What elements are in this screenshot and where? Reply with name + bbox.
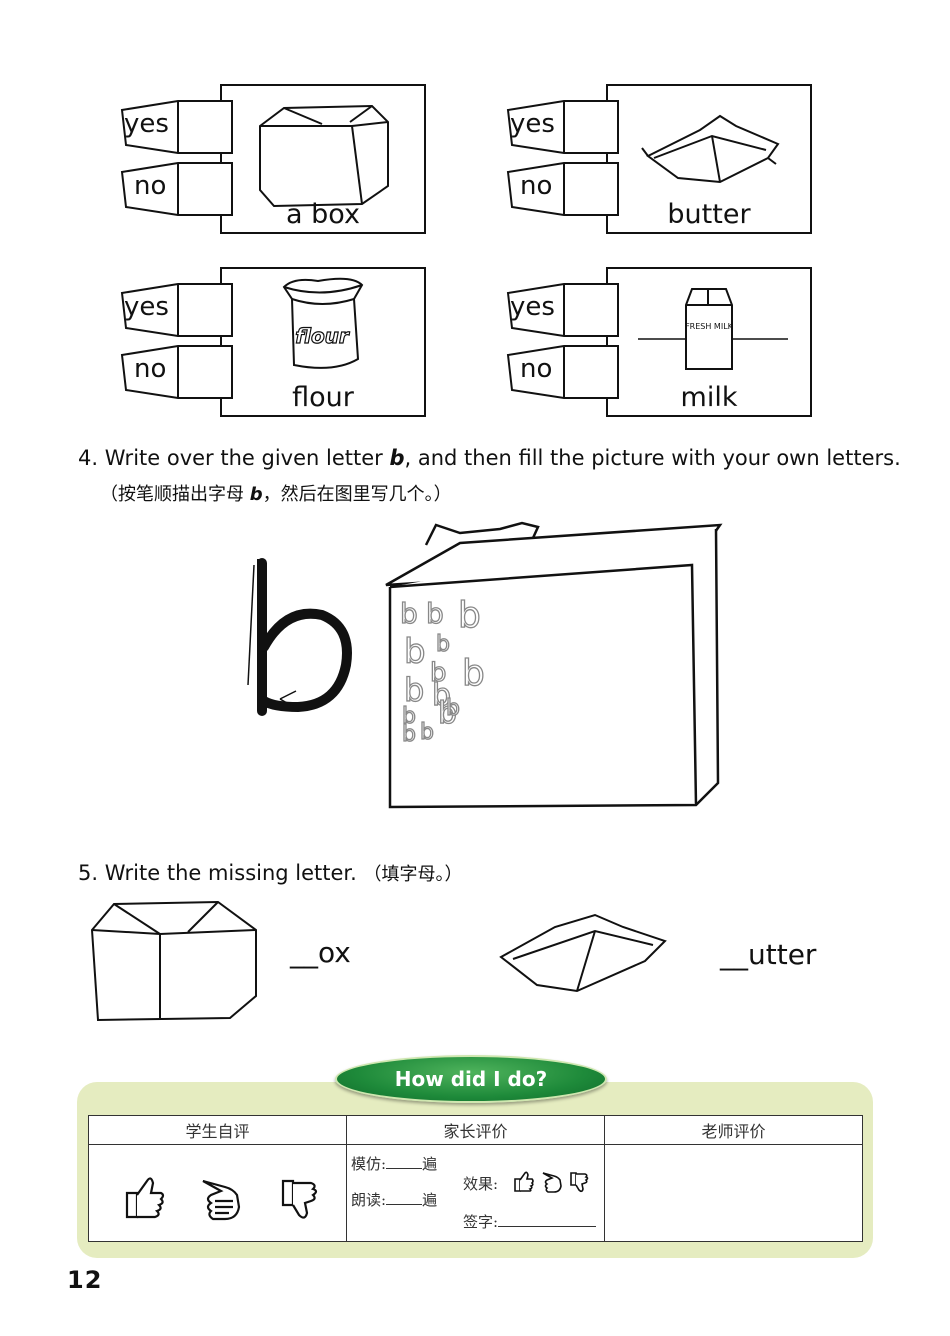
read-count-field[interactable] bbox=[386, 1204, 423, 1205]
svg-text:b: b bbox=[430, 658, 447, 688]
yes-label: yes bbox=[124, 109, 169, 139]
thumbs-down-icon[interactable] bbox=[570, 1172, 589, 1193]
thumbs-sideways-icon[interactable] bbox=[542, 1172, 562, 1193]
card-word: flour bbox=[292, 382, 354, 413]
letter-box-picture[interactable]: b b b b b b b b b b b b b b bbox=[340, 515, 730, 815]
how-did-i-do-badge: How did I do? bbox=[335, 1055, 607, 1103]
q5-instruction: 5. Write the missing letter. （填字母。） bbox=[78, 861, 463, 885]
butter-picture bbox=[641, 114, 780, 184]
svg-text:b: b bbox=[402, 704, 416, 729]
svg-text:b: b bbox=[404, 671, 424, 709]
card-word: butter bbox=[667, 199, 751, 230]
thumbs-sideways-icon[interactable] bbox=[202, 1179, 241, 1221]
missing-letter-box[interactable]: __ox bbox=[290, 936, 351, 969]
sample-letters: b b b b b b b b b b b b b b bbox=[399, 594, 485, 747]
card-butter: butter bbox=[606, 84, 812, 234]
svg-text:b: b bbox=[458, 595, 481, 636]
yes-checkbox[interactable]: yes bbox=[504, 283, 620, 337]
sign-field[interactable] bbox=[498, 1226, 597, 1227]
card-word: milk bbox=[680, 382, 738, 413]
col-parent-header: 家长评价 bbox=[346, 1115, 605, 1145]
svg-text:b: b bbox=[402, 722, 416, 747]
imitate-count-field[interactable] bbox=[386, 1168, 423, 1169]
svg-text:b: b bbox=[462, 653, 485, 694]
read-label: 朗读: bbox=[351, 1191, 387, 1209]
svg-text:b: b bbox=[400, 597, 418, 630]
box-picture bbox=[259, 104, 389, 208]
yes-checkbox[interactable]: yes bbox=[118, 283, 234, 337]
parent-eval: 模仿:遍 朗读:遍 效果: 签字: bbox=[346, 1144, 605, 1242]
no-label: no bbox=[134, 354, 167, 384]
svg-text:b: b bbox=[432, 678, 451, 713]
card-flour: flour flour bbox=[220, 267, 426, 417]
evaluation-table: 学生自评 家长评价 老师评价 bbox=[88, 1115, 863, 1242]
svg-text:b: b bbox=[436, 632, 450, 657]
yes-label: yes bbox=[510, 109, 555, 139]
flour-picture: flour bbox=[282, 277, 364, 369]
imitate-label: 模仿: bbox=[351, 1155, 387, 1173]
col-teacher-header: 老师评价 bbox=[604, 1115, 863, 1145]
yes-label: yes bbox=[510, 292, 555, 322]
q4-instruction-cn: （按笔顺描出字母 b，然后在图里写几个。） bbox=[100, 484, 452, 505]
svg-text:b: b bbox=[420, 720, 434, 745]
box-picture bbox=[90, 900, 257, 1022]
milk-carton-label: FRESH MILK bbox=[685, 322, 734, 331]
no-label: no bbox=[520, 354, 553, 384]
card-box: a box bbox=[220, 84, 426, 234]
yes-checkbox[interactable]: yes bbox=[118, 100, 234, 154]
svg-text:b: b bbox=[438, 696, 457, 731]
flour-label: flour bbox=[295, 324, 350, 348]
trace-letter-b[interactable] bbox=[240, 555, 370, 720]
no-checkbox[interactable]: no bbox=[504, 162, 620, 216]
no-checkbox[interactable]: no bbox=[118, 162, 234, 216]
svg-text:b: b bbox=[404, 632, 426, 672]
milk-picture: FRESH MILK bbox=[638, 288, 788, 370]
thumbs-down-icon[interactable] bbox=[281, 1179, 318, 1219]
student-self-eval bbox=[88, 1144, 347, 1242]
butter-picture bbox=[499, 913, 667, 993]
svg-text:b: b bbox=[426, 597, 444, 630]
teacher-eval[interactable] bbox=[604, 1144, 863, 1242]
card-milk: FRESH MILK milk bbox=[606, 267, 812, 417]
yes-checkbox[interactable]: yes bbox=[504, 100, 620, 154]
q4-instruction: 4. Write over the given letter b, and th… bbox=[78, 446, 901, 470]
sign-label: 签字: bbox=[463, 1213, 499, 1231]
missing-letter-butter[interactable]: __utter bbox=[720, 938, 817, 971]
no-checkbox[interactable]: no bbox=[504, 345, 620, 399]
card-word: a box bbox=[286, 199, 360, 230]
yes-label: yes bbox=[124, 292, 169, 322]
thumbs-up-icon[interactable] bbox=[514, 1171, 534, 1192]
page-number: 12 bbox=[67, 1266, 103, 1294]
svg-text:b: b bbox=[446, 696, 460, 721]
thumbs-up-icon[interactable] bbox=[125, 1177, 165, 1219]
col-student-header: 学生自评 bbox=[88, 1115, 347, 1145]
no-checkbox[interactable]: no bbox=[118, 345, 234, 399]
no-label: no bbox=[520, 171, 553, 201]
no-label: no bbox=[134, 171, 167, 201]
effect-label: 效果: bbox=[463, 1175, 499, 1193]
